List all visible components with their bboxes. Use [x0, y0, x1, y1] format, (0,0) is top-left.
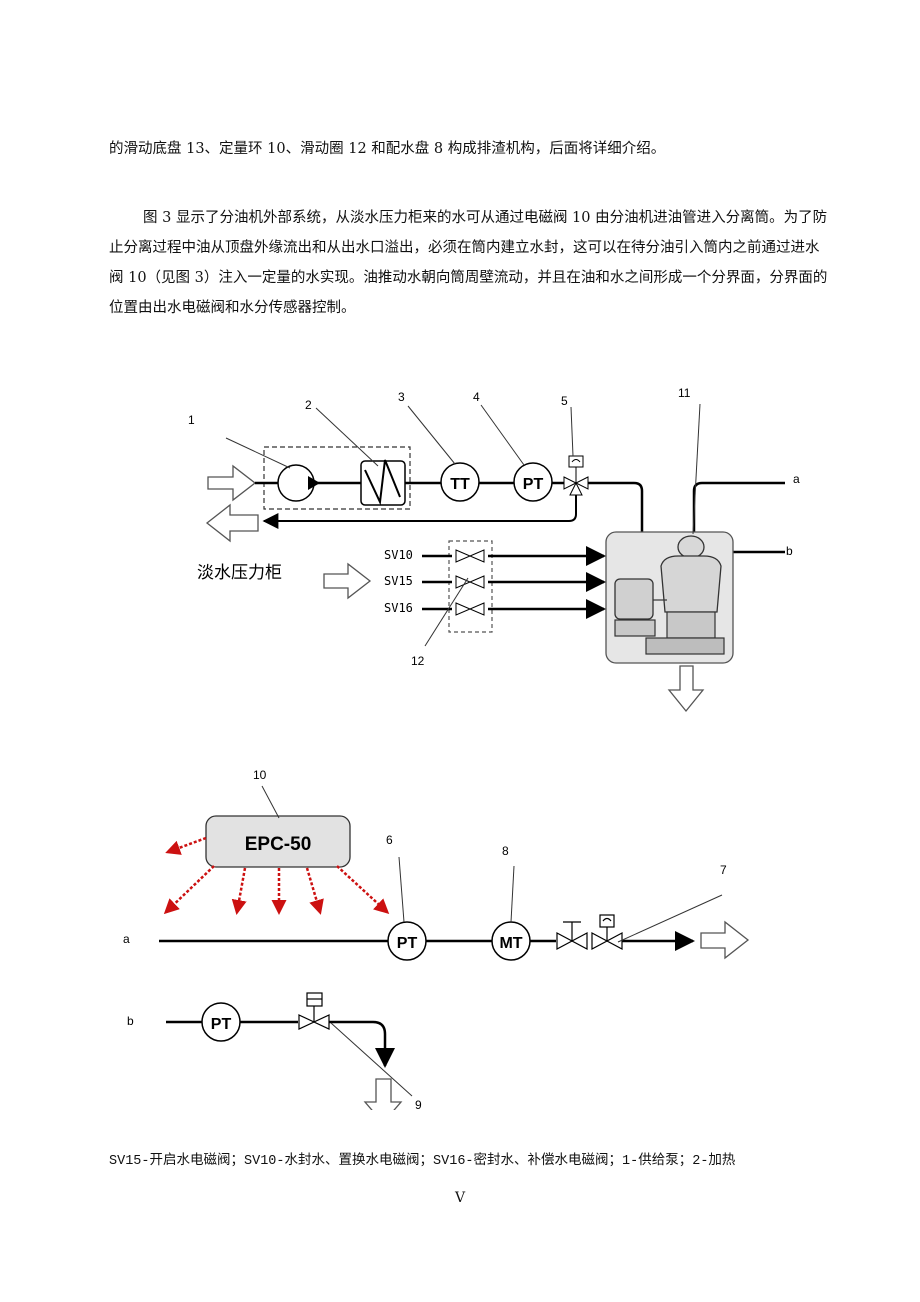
return-hollow-arrow: [205, 503, 259, 543]
top-line-labels: a b: [786, 472, 800, 558]
temperature-transmitter: TT: [440, 462, 480, 502]
callout-numbers-top: 1 2 3 4 5 11 12: [188, 386, 691, 668]
epc-label: EPC-50: [245, 834, 312, 855]
drain-hollow-arrow: [667, 665, 705, 713]
pressure-transmitter-a: PT: [387, 921, 427, 961]
label-b-bottom: b: [127, 1014, 134, 1028]
callout-1: 1: [188, 413, 195, 427]
heater-icon: [360, 459, 406, 506]
tank-label: 淡水压力柜: [197, 563, 282, 583]
label-b-top: b: [786, 544, 793, 558]
epc-controller: EPC-50: [205, 815, 351, 868]
paragraph-text: 图 3 显示了分油机外部系统，从淡水压力柜来的水可从通过电磁阀 10 由分油机进…: [109, 210, 828, 316]
mt-label: MT: [499, 935, 522, 952]
separator-system-diagram: TT PT 淡水压力柜: [123, 386, 800, 1110]
pt-top-label: PT: [523, 476, 544, 493]
outlet-pipe-a: [692, 481, 785, 532]
callout-12: 12: [411, 654, 425, 668]
callout-6: 6: [386, 833, 393, 847]
callout-5: 5: [561, 394, 568, 408]
drain-pipe: [329, 1020, 395, 1068]
pressure-transmitter-top: PT: [513, 462, 553, 502]
callout-4: 4: [473, 390, 480, 404]
outlet-hollow-arrow: [700, 920, 750, 960]
control-signal-arrows: [163, 836, 390, 915]
pressure-transmitter-b: PT: [201, 1002, 241, 1042]
sv15-label: SV15: [384, 574, 413, 588]
return-pipe: [262, 495, 577, 529]
callout-7: 7: [720, 863, 727, 877]
figure-caption: SV15-开启水电磁阀；SV10-水封水、置换水电磁阀；SV16-密封水、补偿水…: [109, 1154, 736, 1169]
callout-10: 10: [253, 768, 267, 782]
callout-leaders-bottom: [261, 785, 723, 1097]
callout-numbers-bottom: 10 6 8 7 9: [253, 768, 727, 1110]
sv16-label: SV16: [384, 601, 413, 615]
pt-a-label: PT: [397, 935, 418, 952]
valve-labels: SV10 SV15 SV16: [384, 548, 413, 615]
page-number: V: [454, 1190, 466, 1206]
drain-valve-icon: [298, 992, 330, 1030]
pt-b-label: PT: [211, 1016, 232, 1033]
drain-hollow-arrow-bottom: [363, 1078, 403, 1110]
callout-2: 2: [305, 398, 312, 412]
regulating-valves: [556, 914, 623, 950]
label-a-top: a: [793, 472, 800, 486]
callout-3: 3: [398, 390, 405, 404]
pump-heater-dashed-frame: [263, 446, 411, 510]
inlet-hollow-arrow: [207, 464, 257, 502]
moisture-transmitter: MT: [491, 921, 531, 961]
callout-9: 9: [415, 1098, 422, 1110]
callout-leaders-top: [225, 403, 701, 647]
callout-11: 11: [678, 386, 691, 400]
pump-icon: [277, 464, 320, 502]
paragraph-figure-description: 图 3 显示了分油机外部系统，从淡水压力柜来的水可从通过电磁阀 10 由分油机进…: [109, 203, 829, 323]
solenoid-valve-block: [448, 540, 493, 633]
pipe-to-separator: [588, 481, 644, 532]
three-way-valve-icon: [563, 455, 589, 496]
paragraph-continuation: 的滑动底盘 13、定量环 10、滑动圈 12 和配水盘 8 构成排渣机构，后面将…: [109, 141, 666, 157]
tt-label: TT: [450, 476, 470, 493]
separator-unit: [605, 531, 734, 664]
callout-8: 8: [502, 844, 509, 858]
sv10-label: SV10: [384, 548, 413, 562]
label-a-bottom: a: [123, 932, 130, 946]
water-lines: [422, 546, 606, 619]
bottom-line-labels: a b: [123, 932, 134, 1028]
water-inlet-hollow-arrow: [323, 562, 372, 600]
